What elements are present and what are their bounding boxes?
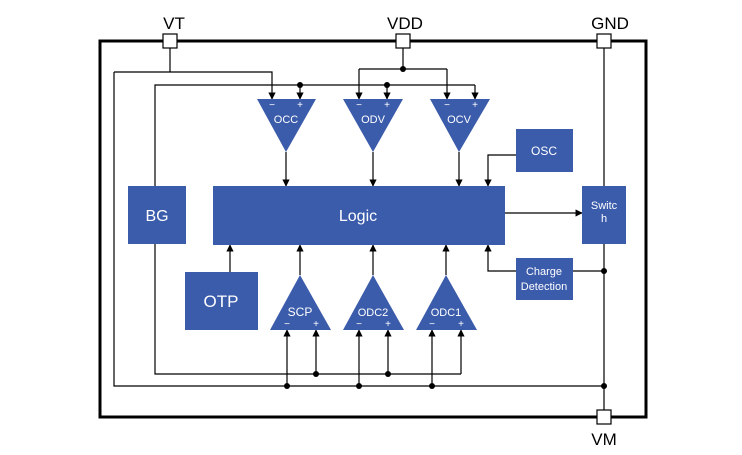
charge-detection-label-line2: Detection (521, 281, 567, 293)
osc-label: OSC (531, 144, 557, 158)
charge-detection-block (516, 258, 573, 300)
ocv-label: OCV (447, 114, 472, 126)
switch-label-line2: h (601, 213, 607, 225)
odc1-plus: + (458, 319, 464, 330)
scp-label: SCP (288, 305, 313, 319)
occ-comparator (257, 99, 316, 152)
occ-minus: − (269, 100, 275, 111)
pin-vdd-label: VDD (387, 14, 423, 33)
pin-vdd (395, 33, 411, 49)
odv-comparator (343, 99, 403, 152)
pin-vm (596, 409, 612, 425)
odc2-label: ODC2 (358, 307, 389, 319)
pin-vm-label: VM (591, 430, 617, 449)
ocv-comparator (430, 99, 490, 152)
otp-block (185, 272, 258, 330)
scp-comparator (270, 275, 331, 330)
pin-gnd-label: GND (591, 14, 629, 33)
odv-label: ODV (361, 114, 386, 126)
scp-minus: − (284, 319, 290, 330)
bg-label: BG (145, 208, 168, 225)
logic-block (213, 186, 505, 245)
pin-gnd (596, 33, 612, 49)
charge-detection-label-line1: Charge (526, 266, 562, 278)
otp-label: OTP (204, 292, 239, 311)
odv-plus: + (384, 100, 390, 111)
odc1-label: ODC1 (431, 307, 462, 319)
ocv-plus: + (472, 100, 478, 111)
occ-label: OCC (274, 114, 299, 126)
occ-plus: + (297, 100, 303, 111)
odc1-minus: − (429, 319, 435, 330)
odv-minus: − (356, 100, 362, 111)
bg-block (128, 186, 186, 244)
pin-vt-label: VT (163, 14, 185, 33)
odc2-comparator (343, 275, 404, 330)
odc2-plus: + (385, 319, 391, 330)
logic-label: Logic (339, 208, 377, 225)
scp-plus: + (313, 319, 319, 330)
junction-dots (284, 66, 607, 389)
osc-block (516, 129, 573, 172)
odc1-comparator (416, 275, 477, 330)
pin-vt (162, 33, 178, 49)
chip-outline (98, 39, 648, 419)
switch-block (582, 186, 626, 244)
ocv-minus: − (444, 100, 450, 111)
odc2-minus: − (356, 319, 362, 330)
switch-label-line1: Switc (591, 200, 618, 212)
